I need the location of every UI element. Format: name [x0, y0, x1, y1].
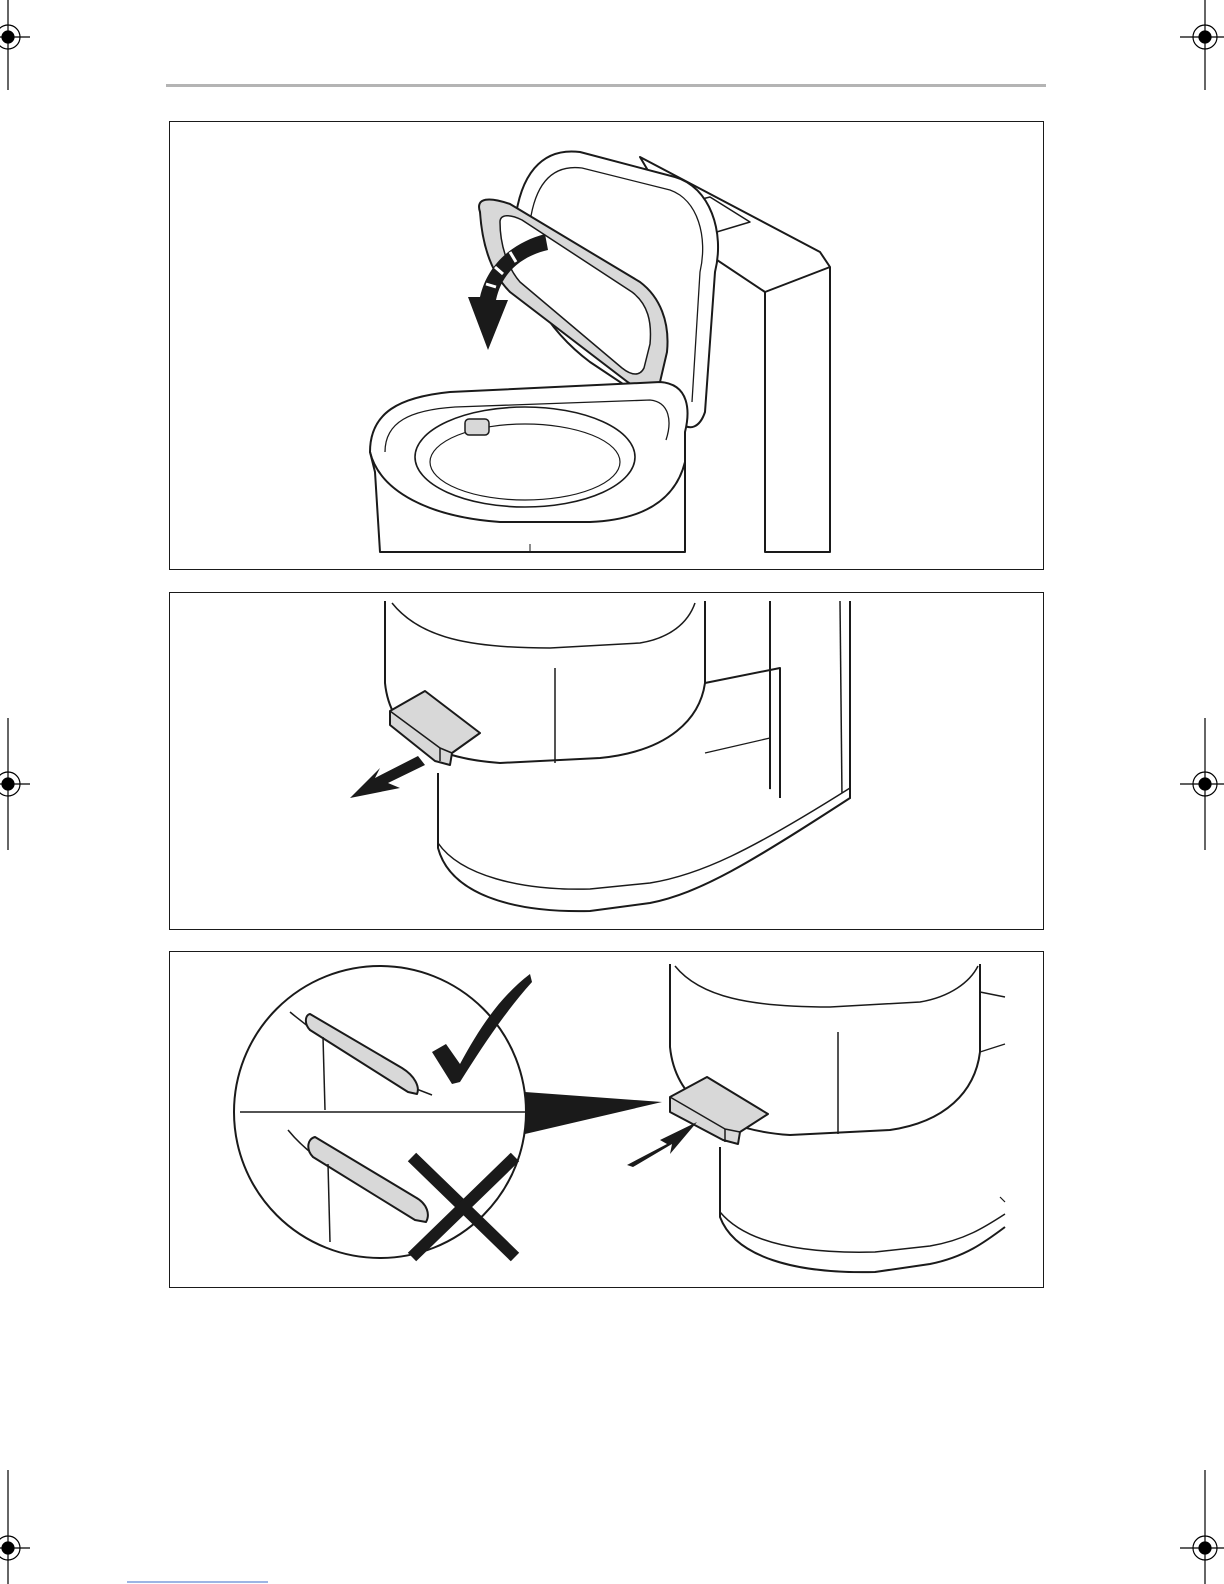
registration-mark-icon — [1180, 718, 1224, 850]
registration-mark-icon — [0, 0, 30, 90]
pull-slide-figure — [169, 592, 1044, 930]
registration-mark-icon — [0, 718, 30, 850]
registration-mark-icon — [1180, 1470, 1224, 1584]
cassette-slide-icon — [670, 964, 1005, 1272]
header-rule — [166, 84, 1046, 87]
registration-mark-icon — [1180, 0, 1224, 90]
cassette-slide-icon — [385, 601, 850, 911]
toilet-icon — [370, 151, 830, 552]
pull-out-arrow-icon — [350, 756, 425, 798]
registration-mark-icon — [0, 1470, 30, 1584]
close-seat-figure — [169, 121, 1044, 570]
push-slide-figure — [169, 951, 1044, 1288]
push-in-arrow-icon — [627, 1122, 697, 1167]
